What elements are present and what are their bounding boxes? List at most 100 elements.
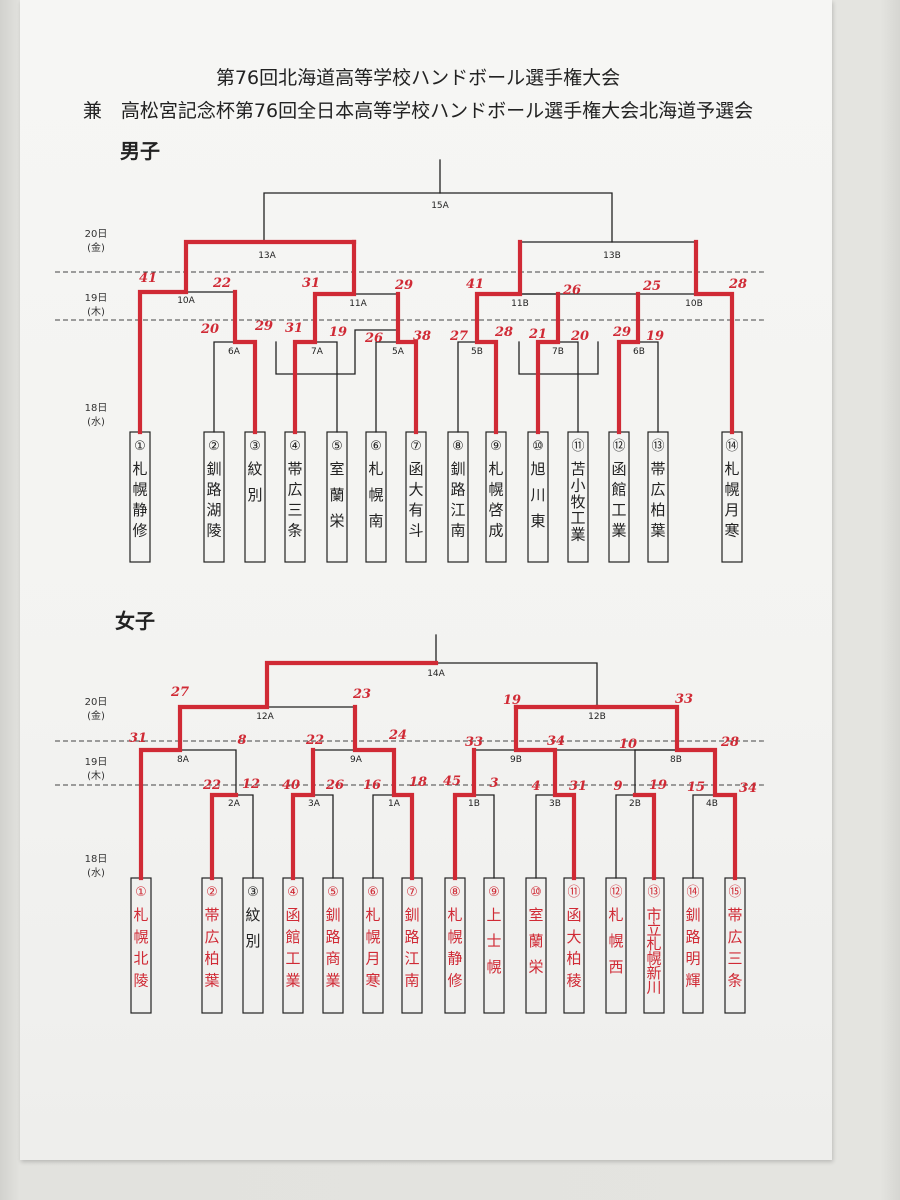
girls-score: 34 (739, 781, 757, 796)
girls-team-seed: ⑮ (728, 885, 741, 900)
boys-score: 22 (212, 276, 231, 291)
boys-bracket-line (294, 293, 316, 433)
boys-winner-line (474, 239, 523, 435)
girls-team-name-char: 新 (646, 964, 661, 982)
girls-team-box (362, 877, 384, 1014)
girls-score: 22 (305, 733, 324, 748)
boys-team-name: 札幌南 (368, 460, 383, 530)
girls-team-name-char: 北 (133, 950, 148, 968)
boys-score: 41 (139, 271, 157, 286)
boys-match-label: 13B (603, 251, 621, 261)
girls-winner-line (209, 792, 239, 881)
girls-team-name-char: 幌 (133, 928, 148, 946)
boys-team-name-char: 柏 (650, 501, 665, 519)
boys-team-name-char: 幌 (724, 481, 739, 499)
boys-score: 31 (302, 276, 320, 291)
girls-team-name-char: 稜 (566, 971, 581, 989)
boys-team-name-char: 札 (368, 460, 383, 478)
boys-match-label: 5A (392, 347, 405, 357)
girls-team-seed: ⑥ (367, 885, 379, 900)
girls-team-name-char: 月 (365, 950, 380, 968)
boys-bracket-line (618, 293, 639, 433)
girls-team-name-char: 広 (727, 928, 742, 946)
boys-team-name-char: 川 (530, 486, 545, 504)
boys-team-name-char: 札 (724, 460, 739, 478)
girls-team-box (483, 877, 505, 1014)
girls-team-name-char: 札 (447, 906, 462, 924)
girls-team-name: 釧路江南 (404, 906, 419, 989)
girls-match-label: 4B (706, 799, 718, 809)
boys-score: 27 (449, 329, 468, 344)
boys-match-label: 10A (177, 296, 195, 306)
boys-team-name-char: 啓 (488, 501, 503, 519)
girls-team-name-char: 札 (133, 906, 148, 924)
boys-team-name-char: 幌 (368, 486, 383, 504)
girls-team-name-char: 幌 (486, 958, 501, 976)
girls-team-seed: ⑨ (488, 885, 500, 900)
girls-team-name-char: 修 (447, 971, 462, 989)
girls-team-name-char: 函 (285, 906, 300, 924)
boys-score: 29 (254, 319, 273, 334)
boys-team-name-char: 静 (132, 501, 147, 519)
girls-match-label: 2A (228, 799, 241, 809)
boys-section-label: 男子 (120, 139, 160, 163)
boys-team-seed: ⑨ (490, 439, 502, 454)
boys-team-name-char: 南 (368, 512, 383, 530)
boys-team-box (647, 431, 669, 563)
boys-match-label: 7A (311, 347, 324, 357)
boys-match-label: 6B (633, 347, 645, 357)
boys-team-name-char: 湖 (206, 501, 221, 519)
boys-team-box (203, 431, 225, 563)
boys-score: 29 (394, 278, 413, 293)
boys-score: 28 (728, 277, 747, 292)
girls-winner-line (138, 660, 439, 881)
boys-team-name-char: 広 (287, 481, 302, 499)
boys-team-seed: ⑦ (410, 439, 422, 454)
girls-match-label: 9B (510, 755, 522, 765)
boys-team-seed: ⑬ (651, 439, 664, 454)
girls-score: 18 (409, 775, 427, 790)
boys-bracket-line (457, 293, 478, 433)
girls-winner-line (594, 704, 738, 881)
girls-bracket-line (454, 749, 475, 879)
boys-winner-line (395, 291, 419, 435)
boys-team-name-char: 成 (488, 522, 503, 540)
girls-winner-line (632, 792, 657, 881)
boys-bracket-line (185, 241, 355, 295)
boys-bracket-line (139, 291, 236, 433)
girls-score: 10 (619, 737, 637, 752)
girls-bracket-line (312, 794, 334, 879)
boys-team-name-char: 三 (287, 501, 302, 519)
boys-score: 31 (285, 321, 303, 336)
boys-team-name-char: 江 (450, 501, 465, 519)
boys-team-name-char: 路 (450, 481, 465, 499)
girls-day-label: 18日 (85, 854, 108, 865)
girls-score: 4 (531, 779, 540, 794)
boys-team-name-char: 小 (570, 476, 585, 494)
girls-team-name-char: 幌 (608, 932, 623, 950)
girls-team-name-char: 三 (727, 950, 742, 968)
girls-team-name-char: 札 (365, 906, 380, 924)
girls-team-name-char: 柏 (566, 950, 581, 968)
girls-score: 27 (170, 685, 189, 700)
boys-team-name: 札幌月寒 (724, 460, 739, 540)
boys-team-name-char: 工 (570, 509, 585, 527)
girls-winner-line (352, 704, 415, 881)
boys-bracket-line (637, 341, 659, 433)
girls-match-label: 12B (588, 712, 606, 722)
boys-team-name-char: 修 (132, 522, 147, 540)
boys-team-name: 紋別 (247, 460, 262, 504)
boys-team-name: 函大有斗 (408, 460, 423, 540)
girls-team-name: 紋別 (245, 906, 260, 950)
boys-bracket-line (275, 329, 399, 375)
girls-team-box (242, 877, 264, 1014)
boys-team-seed: ② (208, 439, 220, 454)
boys-score: 20 (570, 329, 589, 344)
girls-score: 34 (547, 734, 565, 749)
girls-bracket-line (292, 749, 314, 879)
girls-team-seed: ① (135, 885, 147, 900)
boys-winner-line (292, 239, 357, 435)
girls-team-name: 札幌西 (608, 906, 623, 976)
girls-score: 31 (129, 731, 147, 746)
